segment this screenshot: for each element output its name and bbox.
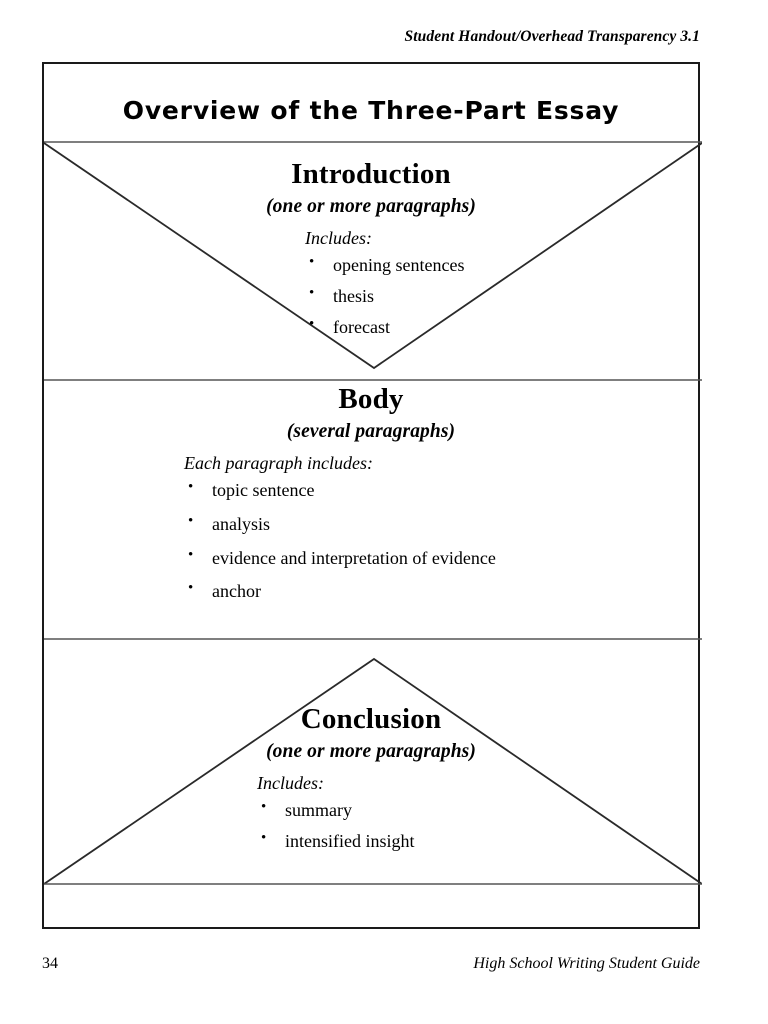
list-item: forecast <box>305 316 698 338</box>
list-item: anchor <box>184 580 698 602</box>
body-bullet-list: topic sentence analysis evidence and int… <box>184 479 698 602</box>
body-heading: Body <box>338 383 404 415</box>
conclusion-heading: Conclusion <box>300 703 442 735</box>
list-item: analysis <box>184 513 698 535</box>
body-includes-label: Each paragraph includes: <box>184 452 373 473</box>
conclusion-includes-label: Includes: <box>257 772 324 793</box>
section-introduction: Introduction (one or more paragraphs) In… <box>44 158 698 347</box>
body-subheading: (several paragraphs) <box>286 421 456 443</box>
list-item: topic sentence <box>184 479 698 501</box>
conclusion-bullet-list: summary intensified insight <box>257 799 698 852</box>
running-head: Student Handout/Overhead Transparency 3.… <box>404 28 700 45</box>
list-item: summary <box>257 799 698 821</box>
essay-overview-diagram: Overview of the Three-Part Essay Introdu… <box>42 62 702 929</box>
footer-page-number: 34 <box>42 955 58 972</box>
introduction-heading: Introduction <box>291 158 451 190</box>
diagram-title: Overview of the Three-Part Essay <box>122 96 620 125</box>
footer-guide-title: High School Writing Student Guide <box>473 955 700 972</box>
introduction-includes-label: Includes: <box>305 227 372 248</box>
list-item: opening sentences <box>305 254 698 276</box>
introduction-bullet-list: opening sentences thesis forecast <box>305 254 698 338</box>
section-body: Body (several paragraphs) Each paragraph… <box>44 383 698 615</box>
introduction-subheading: (one or more paragraphs) <box>266 196 476 218</box>
list-item: thesis <box>305 285 698 307</box>
section-conclusion: Conclusion (one or more paragraphs) Incl… <box>44 703 698 862</box>
list-item: evidence and interpretation of evidence <box>184 547 698 569</box>
conclusion-subheading: (one or more paragraphs) <box>266 741 476 763</box>
list-item: intensified insight <box>257 830 698 852</box>
